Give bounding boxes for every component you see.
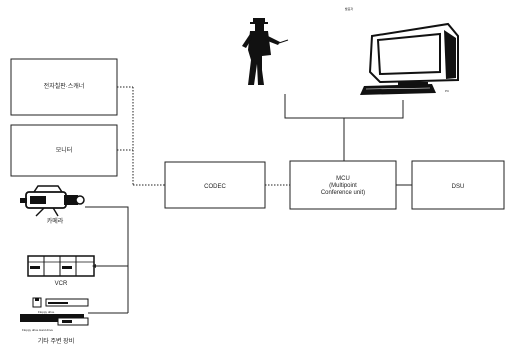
floppy-label: Floppy drive: [38, 310, 55, 314]
device-wiring: [85, 87, 165, 313]
workstation-computer: PC: [360, 24, 458, 95]
monitor-label: 모니터: [56, 146, 73, 154]
vcr-label: VCR: [55, 281, 68, 287]
storage-caption: 기타 주변 장비: [38, 337, 74, 345]
presenter-figure: [242, 18, 288, 85]
camera-label: 카메라: [47, 217, 64, 225]
mcu-line1: (Multipoint: [329, 183, 357, 189]
electronic-board-label: 전자칠판·스캐너: [44, 82, 85, 90]
workstation-tag: PC: [445, 89, 450, 93]
connector-presenter-mcu: [285, 94, 403, 118]
dsu-label: DSU: [452, 184, 465, 190]
camera-device: [20, 186, 84, 216]
vcr-device: [28, 256, 94, 276]
presenter-header-label: 발표자: [345, 6, 354, 11]
mcu-title: MCU: [336, 176, 350, 182]
storage-rack-text: Floppy drive Hard drive: [22, 328, 53, 332]
mcu-line2: Conference unit): [321, 190, 365, 196]
codec-label: CODEC: [204, 184, 226, 190]
